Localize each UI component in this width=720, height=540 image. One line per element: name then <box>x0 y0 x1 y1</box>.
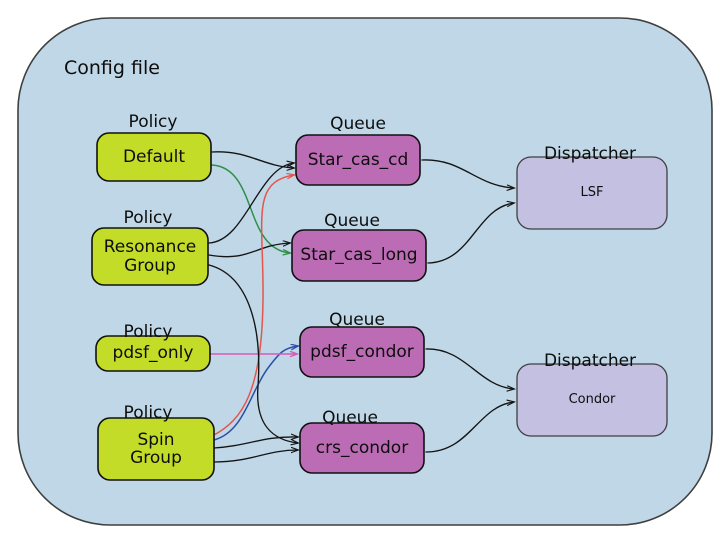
caption-policy-spin: Policy <box>123 403 173 423</box>
edge-star-cas-long-to-lsf <box>427 203 514 264</box>
queue-star-cas-long[interactable] <box>291 229 427 282</box>
caption-dispatcher-lsf: Dispatcher <box>543 144 637 164</box>
policy-default[interactable] <box>96 132 212 182</box>
edge-resonance-to-star-cas-cd <box>208 163 294 244</box>
dispatcher-condor[interactable] <box>516 363 668 437</box>
queue-pdsf-condor[interactable] <box>299 326 425 378</box>
edge-spin-to-crs-condor <box>213 437 298 449</box>
caption-policy-pdsf: Policy <box>123 322 173 342</box>
edge-spin-to-crs-condor-lower <box>213 450 298 463</box>
edge-layer <box>208 151 514 463</box>
edge-star-cas-cd-to-lsf <box>421 159 514 188</box>
edge-default-to-star-cas-long <box>211 164 290 253</box>
edge-spin-to-pdsf-condor <box>213 346 298 441</box>
edge-pdsf-condor-to-condor <box>425 348 514 389</box>
node-layer <box>91 132 668 481</box>
caption-queue-starcaslong: Queue <box>324 211 380 231</box>
edge-resonance-to-crs-condor <box>208 264 298 443</box>
policy-spin[interactable] <box>97 417 215 481</box>
config-file-title: Config file <box>64 57 160 79</box>
edge-resonance-to-star-cas-long <box>208 243 290 258</box>
edge-spin-to-star-cas-cd <box>213 175 294 436</box>
queue-star-cas-cd[interactable] <box>295 134 421 186</box>
caption-queue-pdsfcondor: Queue <box>329 310 385 330</box>
policy-resonance[interactable] <box>91 227 209 286</box>
edge-crs-condor-to-condor <box>425 402 514 453</box>
policy-pdsf-only[interactable] <box>95 335 211 372</box>
caption-dispatcher-condor: Dispatcher <box>543 351 637 371</box>
caption-queue-starcascd: Queue <box>330 114 386 134</box>
dispatcher-lsf[interactable] <box>516 156 668 230</box>
queue-crs-condor[interactable] <box>299 422 425 474</box>
caption-policy-resonance: Policy <box>123 208 173 228</box>
edge-default-to-star-cas-cd <box>211 151 294 168</box>
caption-policy-default: Policy <box>128 112 178 132</box>
caption-queue-crscondor: Queue <box>322 408 378 428</box>
